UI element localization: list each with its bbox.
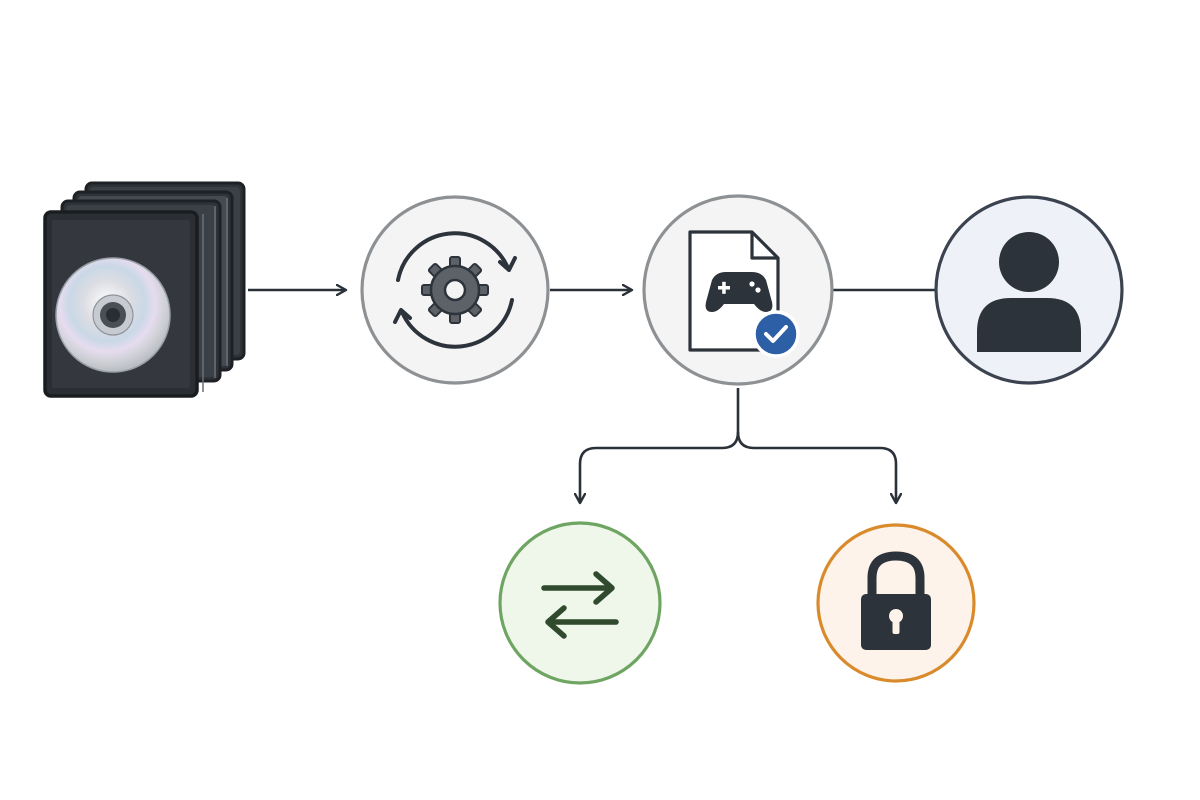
connectors [248, 290, 936, 503]
locked-node[interactable] [816, 523, 976, 683]
edge-gamefile-branch [580, 388, 740, 503]
edge-gamefile-to-lock [736, 431, 896, 503]
user-node[interactable] [934, 195, 1124, 385]
check-badge-icon [752, 310, 800, 358]
swap-arrows-icon [541, 571, 619, 639]
processing-node[interactable] [360, 195, 550, 385]
padlock-icon [861, 551, 931, 650]
exchange-node[interactable] [498, 521, 662, 685]
gamepad-icon [705, 272, 773, 312]
game-file-node[interactable] [642, 194, 834, 386]
user-icon [977, 232, 1081, 352]
disc-case-stack-icon [43, 181, 246, 398]
gear-sync-icon [393, 231, 517, 349]
game-file-verified-icon [688, 230, 800, 358]
